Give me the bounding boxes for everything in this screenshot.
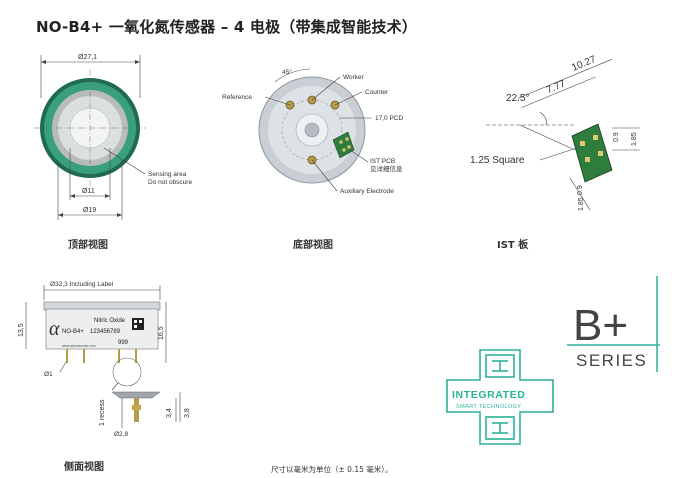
logo-bplus-mark: B+ bbox=[573, 301, 628, 350]
page-title: NO-B4+ 一氧化氮传感器 – 4 电极（带集成智能技术） bbox=[36, 18, 418, 36]
dim-h4: 3,8 bbox=[184, 408, 191, 418]
label-web: www.alphasense.com bbox=[62, 344, 96, 348]
dim-inner-11: Ø11 bbox=[82, 188, 95, 195]
sensing-note-2: Do not obscure bbox=[148, 179, 192, 186]
ist-square: 1.25 Square bbox=[470, 155, 525, 166]
dim-h3: 3,4 bbox=[166, 408, 173, 418]
dim-recess: 1 recess bbox=[99, 399, 106, 426]
dim-h2: 16,5 bbox=[158, 326, 165, 340]
logo-integrated-line2: SMART TECHNOLOGY bbox=[456, 404, 521, 410]
label-ist-pcb-note: 见详细信息 bbox=[370, 164, 403, 173]
label-counter: Counter bbox=[365, 89, 389, 96]
dim-inner-19: Ø19 bbox=[83, 207, 96, 214]
label-ist-pcb: IST PCB bbox=[370, 158, 395, 165]
side-view-caption: 侧面视图 bbox=[64, 462, 104, 473]
ist-dim-v1: 0.9 bbox=[613, 132, 620, 142]
ist-board-caption: IST 板 bbox=[497, 240, 529, 251]
ist-dim-v2: 1.85 bbox=[631, 132, 638, 146]
label-logo: α bbox=[49, 318, 60, 340]
logo-integrated-line1: INTEGRATED bbox=[452, 389, 525, 401]
label-worker: Worker bbox=[343, 74, 365, 81]
top-view-caption: 顶部视图 bbox=[68, 240, 108, 251]
dim-pin-d2: Ø2,8 bbox=[114, 431, 128, 438]
dim-pin-d: Ø1 bbox=[44, 371, 53, 378]
dim-h1: 13,5 bbox=[18, 323, 25, 337]
sensing-note-1: Sensing area bbox=[148, 171, 187, 178]
dim-label-width: Ø32,3 Including Label bbox=[50, 281, 114, 288]
angle-45: 45° bbox=[282, 68, 292, 76]
label-serial: 123456789 bbox=[90, 329, 121, 335]
label-name: Nitric Oxide bbox=[94, 318, 126, 324]
label-reference: Reference bbox=[222, 94, 252, 101]
ist-dim-v4: 1.85 bbox=[578, 197, 585, 211]
label-pcd: 17,0 PCD bbox=[375, 115, 403, 122]
ist-angle: 22.5° bbox=[506, 93, 529, 104]
footnote: 尺寸以毫米为单位（± 0.15 毫米）。 bbox=[271, 465, 393, 474]
ist-dim-v3: 0.9 bbox=[577, 185, 584, 195]
bottom-view-caption: 底部视图 bbox=[293, 240, 333, 251]
label-aux: Auxiliary Electrode bbox=[340, 188, 394, 195]
label-code: 999 bbox=[118, 340, 129, 346]
logo-series-word: SERIES bbox=[576, 351, 647, 370]
label-model: NO-B4+ bbox=[62, 329, 84, 335]
dim-outer-diameter: Ø27,1 bbox=[78, 54, 97, 61]
